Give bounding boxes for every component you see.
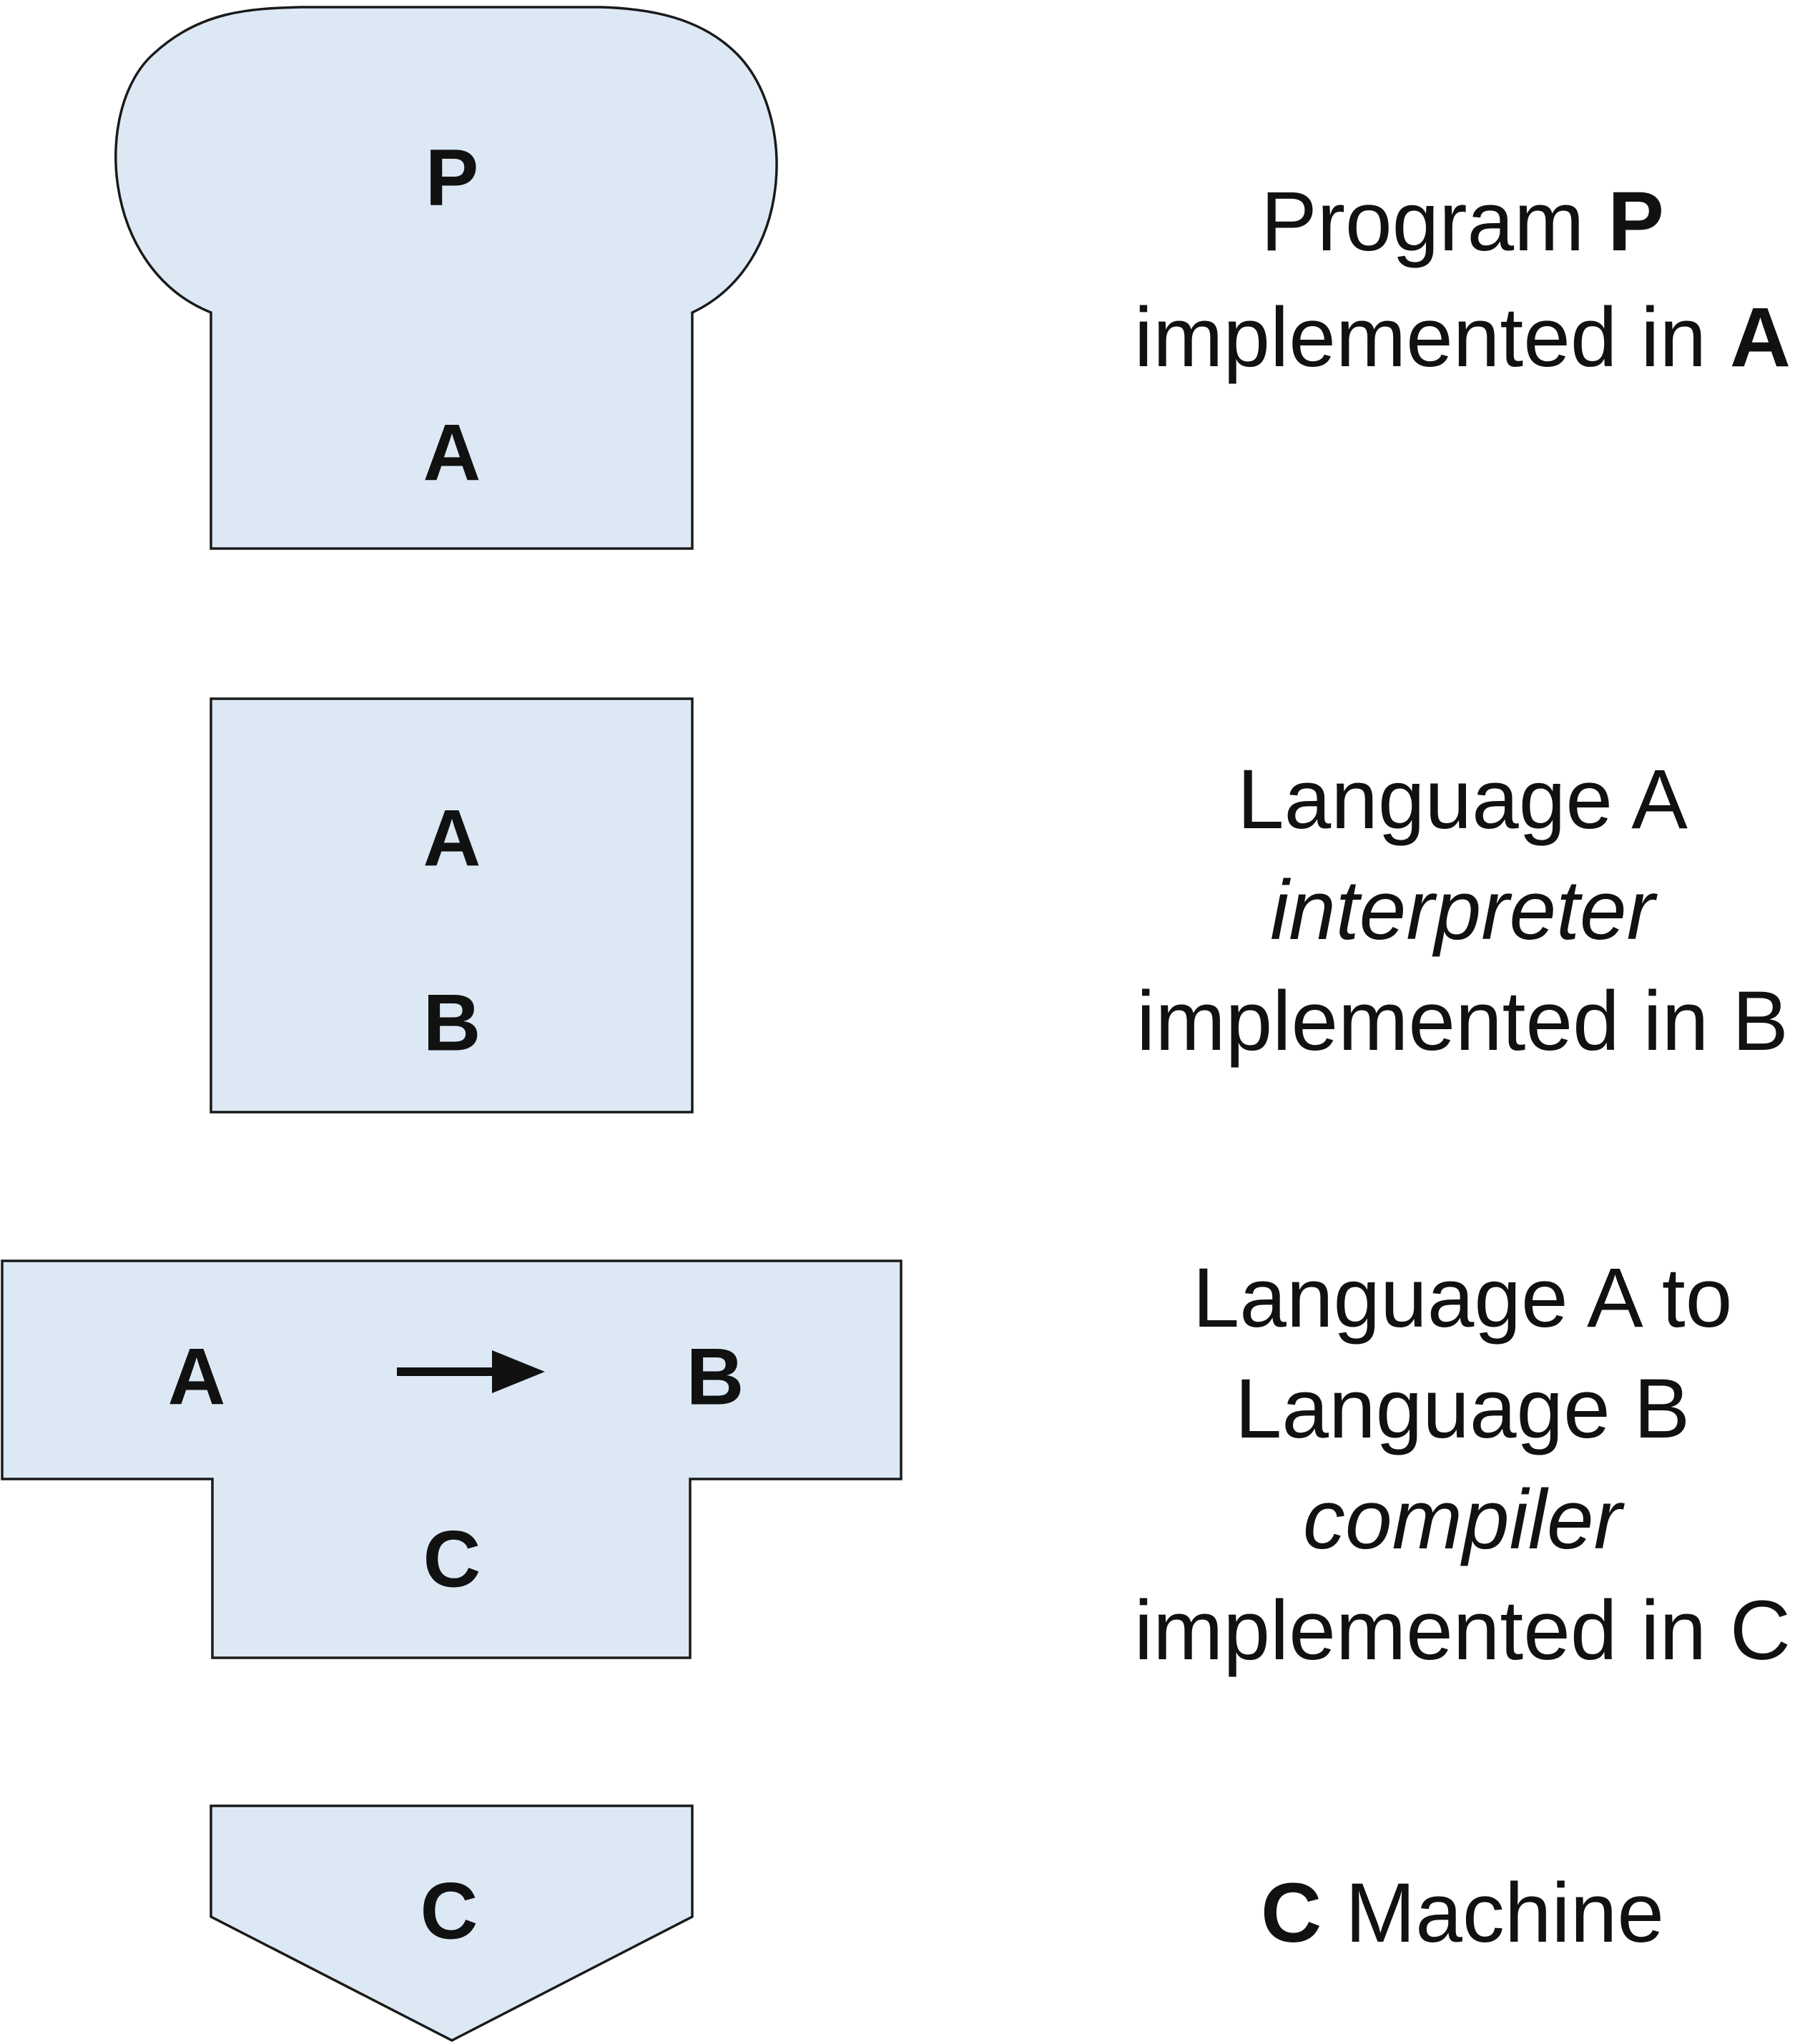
compiler-desc-line2: Language B [1235,1362,1691,1456]
machine-shape [210,1804,694,2042]
compiler-tombstone: A B C [1,1259,902,1659]
machine-desc: C Machine [1261,1866,1664,1960]
program-desc-line1: Program P [1261,175,1664,269]
interpreter-desc-line2: interpreter [1270,863,1658,958]
program-shape [114,6,778,550]
compiler-shape [1,1259,902,1659]
compiler-impl-label: C [423,1515,481,1604]
program-label: P [426,133,479,222]
program-description: Program P implemented in A [1134,175,1791,385]
program-language-label: A [423,408,481,498]
interpreter-tombstone: A B [210,697,694,1114]
interpreter-impl-label: B [423,978,481,1068]
compiler-source-label: A [168,1332,226,1422]
interpreter-language-label: A [423,794,481,883]
interpreter-desc-line1: Language A [1237,752,1688,847]
interpreter-desc-line3: implemented in B [1136,974,1789,1068]
compiler-target-label: B [687,1332,744,1422]
interpreter-description: Language A interpreter implemented in B [1136,752,1789,1068]
program-tombstone: P A [114,6,778,550]
interpreter-shape [210,697,694,1114]
machine-label: C [420,1867,478,1956]
compiler-arrow-head [492,1350,545,1393]
compiler-desc-line3: compiler [1303,1473,1625,1567]
machine-tombstone: C [210,1804,694,2042]
machine-description: C Machine [1261,1866,1664,1960]
compiler-desc-line1: Language A to [1193,1251,1733,1345]
program-desc-line2: implemented in A [1134,290,1791,385]
compiler-description: Language A to Language B compiler implem… [1134,1251,1791,1678]
compiler-desc-line4: implemented in C [1134,1583,1791,1678]
